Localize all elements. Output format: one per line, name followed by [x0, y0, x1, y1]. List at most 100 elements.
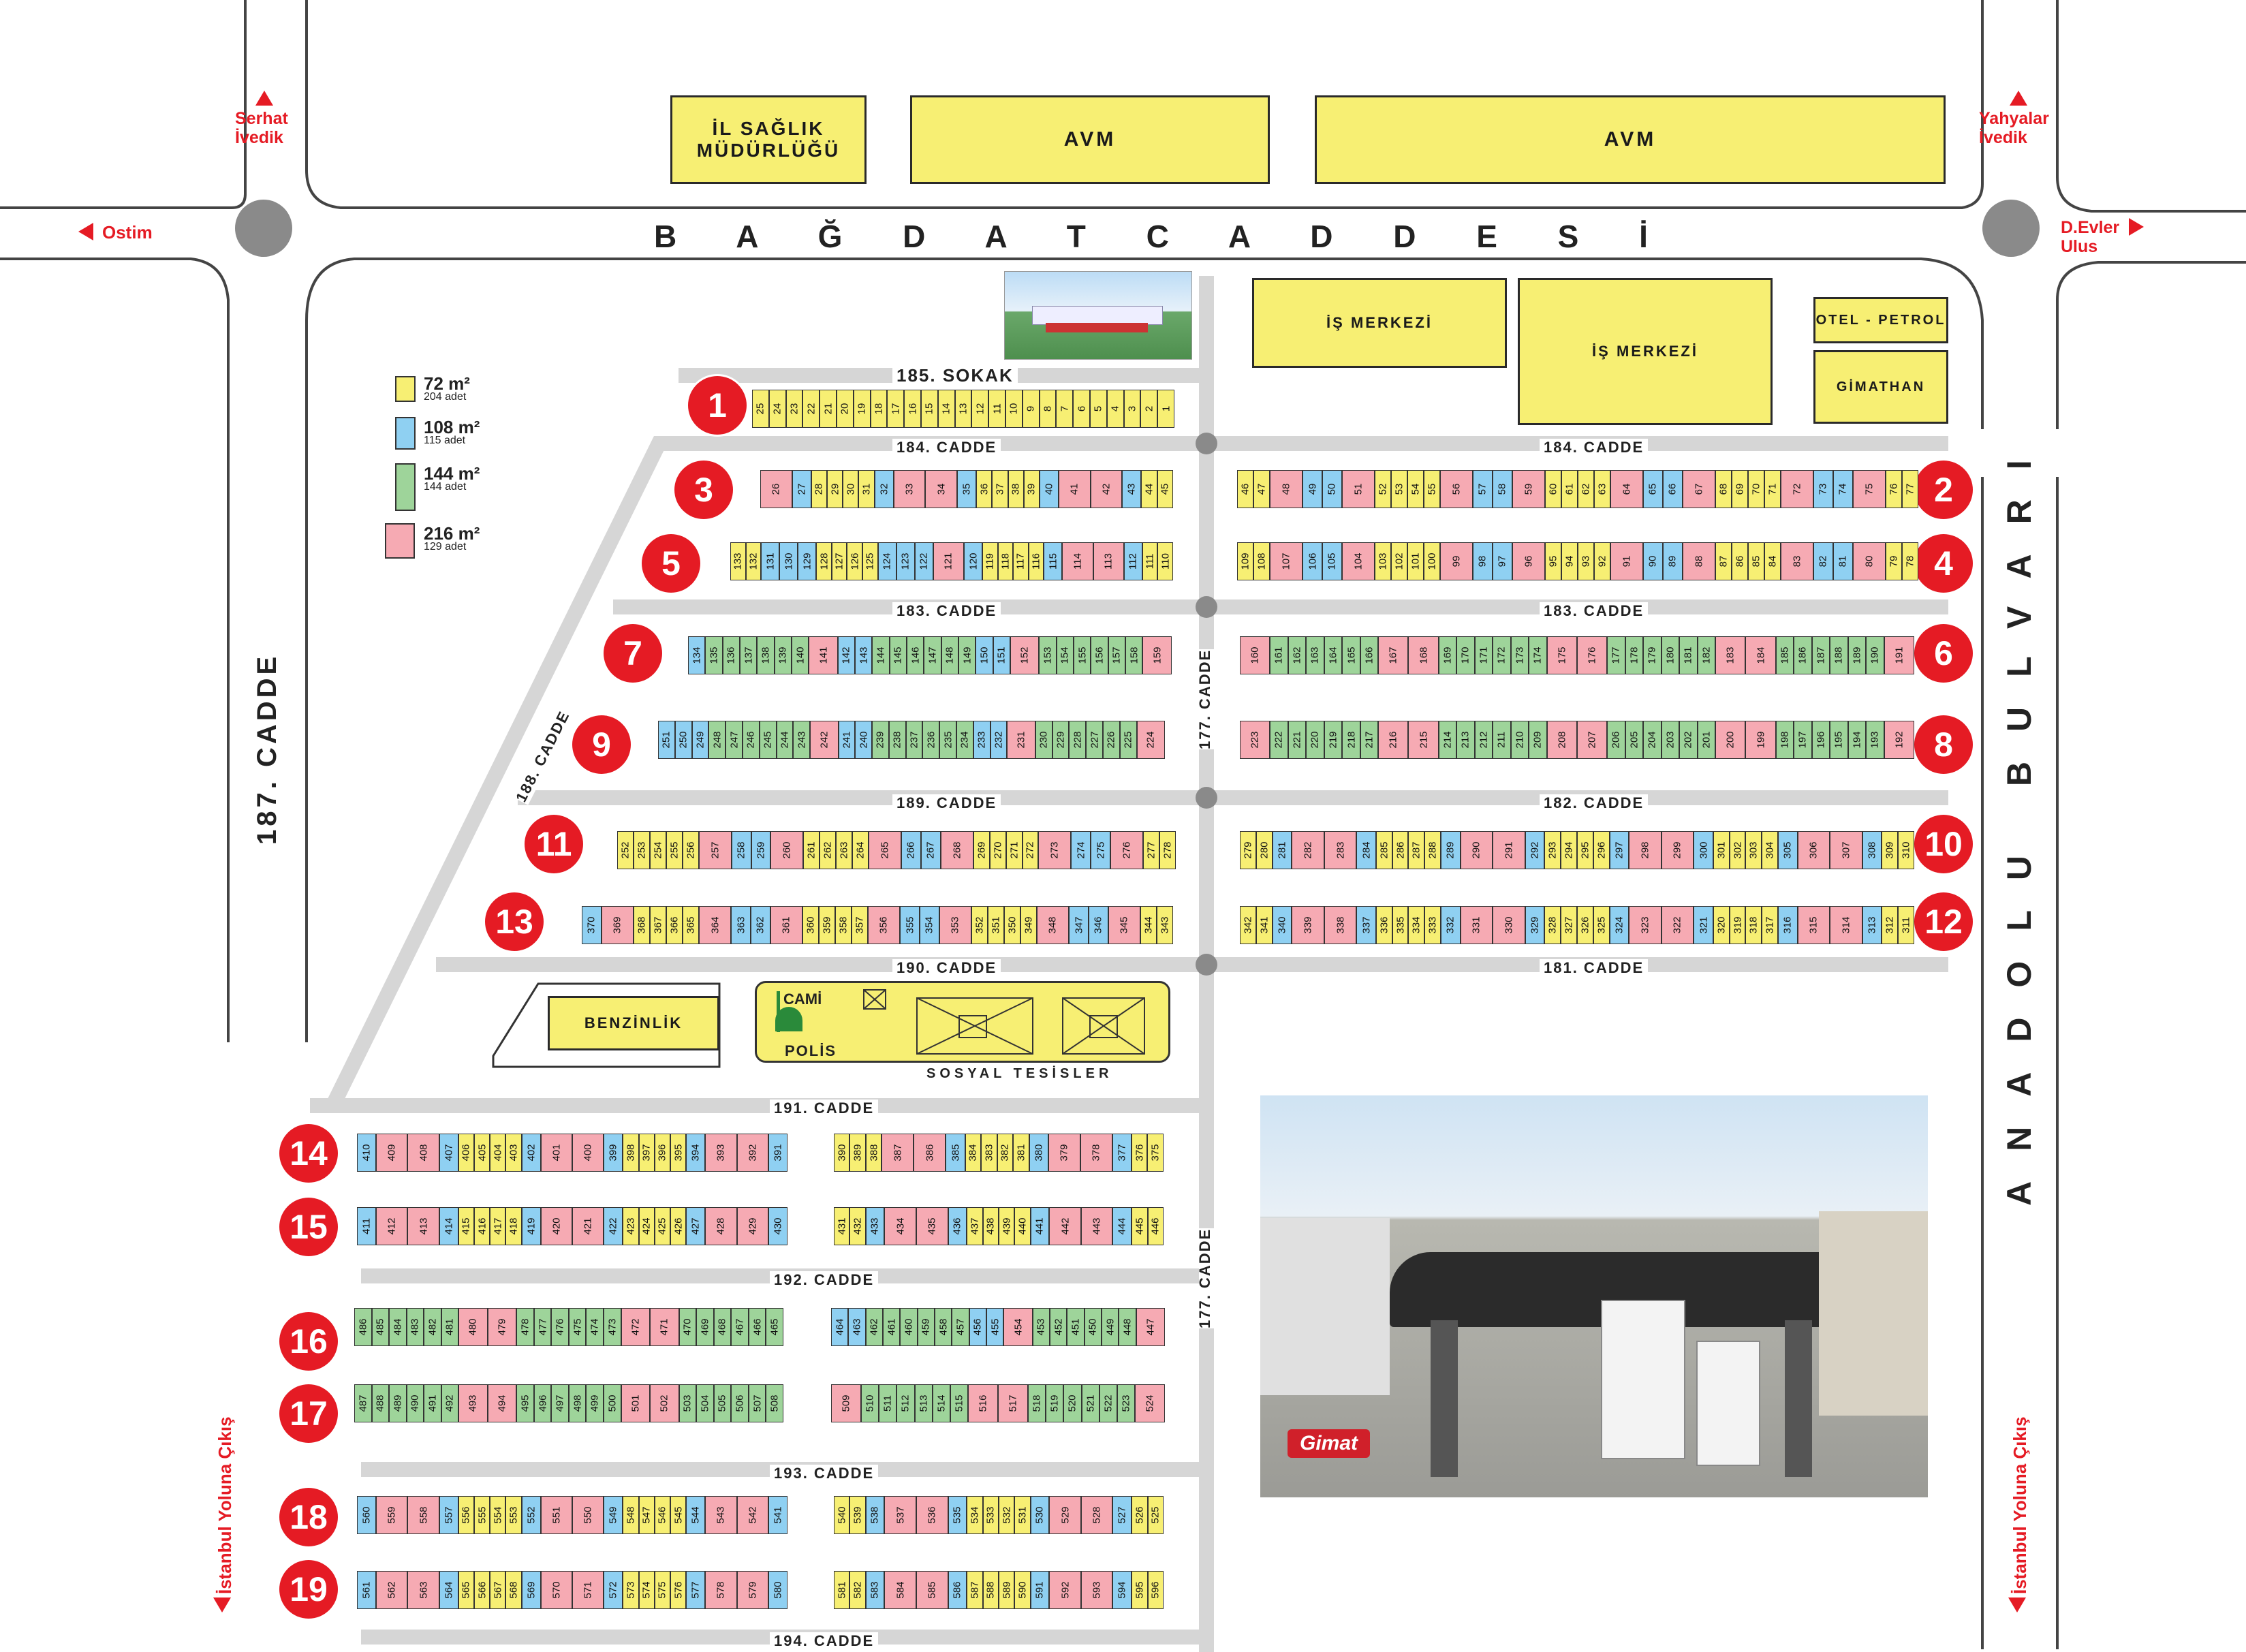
lot-544[interactable]: 544: [686, 1496, 706, 1534]
lot-410[interactable]: 410: [357, 1134, 376, 1172]
lot-326[interactable]: 326: [1576, 906, 1593, 944]
lot-291[interactable]: 291: [1493, 831, 1525, 869]
lot-432[interactable]: 432: [849, 1207, 866, 1245]
lot-519[interactable]: 519: [1046, 1384, 1064, 1422]
lot-123[interactable]: 123: [896, 542, 915, 580]
lot-198[interactable]: 198: [1775, 721, 1794, 759]
lot-67[interactable]: 67: [1682, 470, 1715, 508]
lot-525[interactable]: 525: [1147, 1496, 1164, 1534]
lot-511[interactable]: 511: [879, 1384, 897, 1422]
lot-376[interactable]: 376: [1131, 1134, 1148, 1172]
lot-52[interactable]: 52: [1374, 470, 1391, 508]
lot-391[interactable]: 391: [768, 1134, 787, 1172]
lot-264[interactable]: 264: [852, 831, 869, 869]
lot-593[interactable]: 593: [1080, 1571, 1113, 1609]
lot-549[interactable]: 549: [604, 1496, 623, 1534]
lot-262[interactable]: 262: [820, 831, 837, 869]
lot-127[interactable]: 127: [831, 542, 847, 580]
lot-350[interactable]: 350: [1003, 906, 1020, 944]
lot-461[interactable]: 461: [883, 1308, 901, 1346]
lot-218[interactable]: 218: [1342, 721, 1360, 759]
lot-305[interactable]: 305: [1778, 831, 1798, 869]
lot-168[interactable]: 168: [1408, 636, 1439, 674]
lot-105[interactable]: 105: [1322, 542, 1342, 580]
lot-50[interactable]: 50: [1322, 470, 1342, 508]
lot-42[interactable]: 42: [1090, 470, 1123, 508]
lot-101[interactable]: 101: [1407, 542, 1424, 580]
lot-237[interactable]: 237: [905, 721, 923, 759]
lot-329[interactable]: 329: [1525, 906, 1545, 944]
lot-440[interactable]: 440: [1014, 1207, 1031, 1245]
lot-285[interactable]: 285: [1375, 831, 1392, 869]
lot-419[interactable]: 419: [521, 1207, 541, 1245]
lot-528[interactable]: 528: [1080, 1496, 1113, 1534]
lot-411[interactable]: 411: [357, 1207, 376, 1245]
lot-242[interactable]: 242: [810, 721, 839, 759]
lot-43[interactable]: 43: [1122, 470, 1142, 508]
lot-466[interactable]: 466: [748, 1308, 766, 1346]
lot-415[interactable]: 415: [458, 1207, 474, 1245]
lot-315[interactable]: 315: [1797, 906, 1830, 944]
lot-140[interactable]: 140: [792, 636, 809, 674]
lot-412[interactable]: 412: [375, 1207, 408, 1245]
lot-534[interactable]: 534: [967, 1496, 983, 1534]
lot-297[interactable]: 297: [1609, 831, 1629, 869]
lot-302[interactable]: 302: [1729, 831, 1746, 869]
lot-535[interactable]: 535: [948, 1496, 967, 1534]
lot-255[interactable]: 255: [666, 831, 683, 869]
lot-288[interactable]: 288: [1424, 831, 1441, 869]
lot-538[interactable]: 538: [865, 1496, 885, 1534]
lot-479[interactable]: 479: [487, 1308, 517, 1346]
lot-181[interactable]: 181: [1679, 636, 1698, 674]
lot-359[interactable]: 359: [819, 906, 835, 944]
lot-299[interactable]: 299: [1661, 831, 1694, 869]
lot-551[interactable]: 551: [540, 1496, 572, 1534]
lot-211[interactable]: 211: [1493, 721, 1511, 759]
lot-496[interactable]: 496: [533, 1384, 552, 1422]
lot-224[interactable]: 224: [1136, 721, 1165, 759]
lot-56[interactable]: 56: [1440, 470, 1473, 508]
lot-210[interactable]: 210: [1510, 721, 1529, 759]
lot-574[interactable]: 574: [638, 1571, 655, 1609]
lot-62[interactable]: 62: [1577, 470, 1594, 508]
lot-588[interactable]: 588: [982, 1571, 999, 1609]
lot-300[interactable]: 300: [1694, 831, 1713, 869]
lot-166[interactable]: 166: [1360, 636, 1379, 674]
lot-113[interactable]: 113: [1093, 542, 1124, 580]
lot-220[interactable]: 220: [1306, 721, 1324, 759]
lot-498[interactable]: 498: [568, 1384, 587, 1422]
lot-424[interactable]: 424: [638, 1207, 655, 1245]
lot-552[interactable]: 552: [521, 1496, 541, 1534]
lot-157[interactable]: 157: [1108, 636, 1126, 674]
lot-394[interactable]: 394: [686, 1134, 706, 1172]
lot-566[interactable]: 566: [473, 1571, 490, 1609]
lot-575[interactable]: 575: [654, 1571, 671, 1609]
lot-228[interactable]: 228: [1069, 721, 1087, 759]
lot-571[interactable]: 571: [572, 1571, 604, 1609]
lot-200[interactable]: 200: [1715, 721, 1746, 759]
lot-356[interactable]: 356: [867, 906, 901, 944]
lot-345[interactable]: 345: [1108, 906, 1141, 944]
lot-393[interactable]: 393: [705, 1134, 737, 1172]
lot-343[interactable]: 343: [1157, 906, 1173, 944]
lot-24[interactable]: 24: [768, 390, 786, 428]
lot-585[interactable]: 585: [916, 1571, 948, 1609]
lot-560[interactable]: 560: [357, 1496, 376, 1534]
lot-85[interactable]: 85: [1747, 542, 1764, 580]
lot-213[interactable]: 213: [1456, 721, 1475, 759]
lot-206[interactable]: 206: [1607, 721, 1625, 759]
lot-323[interactable]: 323: [1629, 906, 1662, 944]
lot-545[interactable]: 545: [670, 1496, 687, 1534]
lot-9[interactable]: 9: [1022, 390, 1040, 428]
lot-495[interactable]: 495: [516, 1384, 534, 1422]
lot-586[interactable]: 586: [948, 1571, 967, 1609]
lot-158[interactable]: 158: [1125, 636, 1143, 674]
lot-129[interactable]: 129: [798, 542, 817, 580]
lot-595[interactable]: 595: [1132, 1571, 1148, 1609]
lot-106[interactable]: 106: [1303, 542, 1322, 580]
lot-381[interactable]: 381: [1013, 1134, 1029, 1172]
lot-103[interactable]: 103: [1374, 542, 1391, 580]
lot-290[interactable]: 290: [1460, 831, 1493, 869]
lot-41[interactable]: 41: [1059, 470, 1091, 508]
lot-478[interactable]: 478: [516, 1308, 534, 1346]
